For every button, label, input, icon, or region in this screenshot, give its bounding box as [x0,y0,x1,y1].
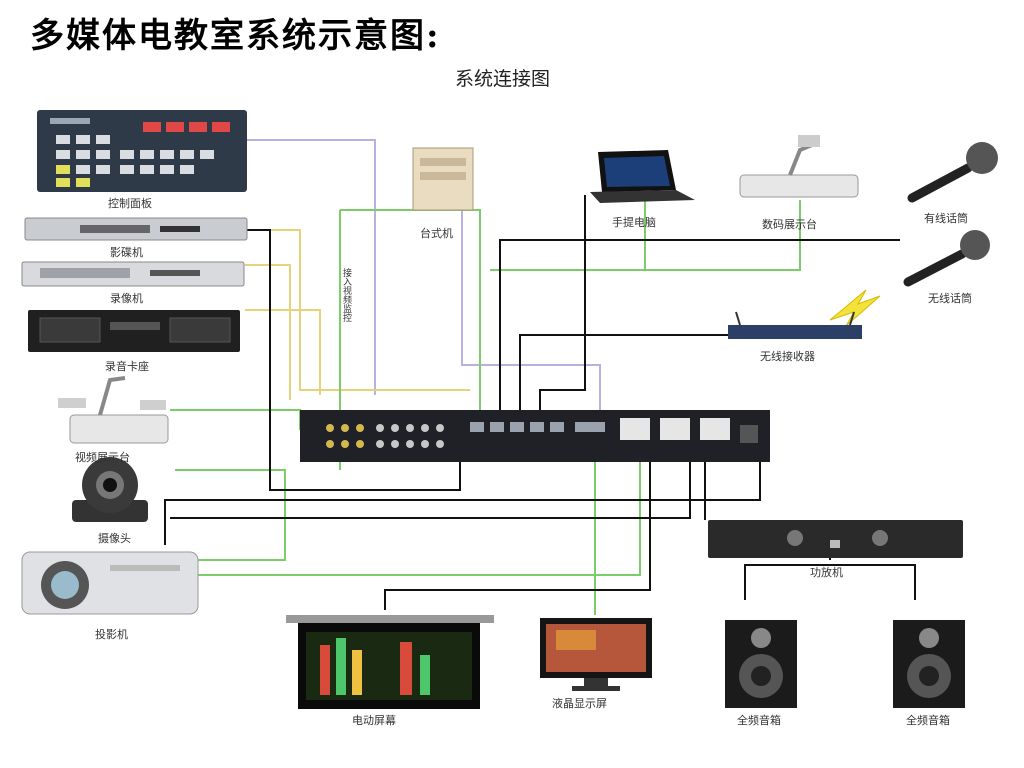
label-speaker-left: 全频音箱 [737,714,781,727]
wire-black-4 [519,334,730,415]
speaker-left [725,620,797,708]
label-video-presenter: 视频展示台 [75,451,130,464]
label-projector: 投影机 [95,628,128,641]
wire-green-3 [175,469,286,561]
label-cassette-deck: 录音卡座 [105,360,149,373]
speaker-right [893,620,965,708]
label-lcd-monitor: 液晶显示屏 [552,697,607,710]
control-panel [37,110,247,192]
wire-green-5 [490,200,801,271]
vcd-player [24,217,248,241]
wire-black-2 [539,195,586,420]
label-wired-mic: 有线话筒 [924,212,968,225]
label-wireless-receiver: 无线接收器 [760,350,815,363]
label-amplifier: 功放机 [810,566,843,579]
label-vcd-player: 影碟机 [110,246,143,259]
wire-purple-control [245,139,376,395]
vcr [21,261,245,287]
diagram-title: 系统连接图 [455,68,551,90]
wire-green-4 [195,455,641,576]
label-desktop-pc: 台式机 [420,227,453,240]
digital-presenter [739,135,859,198]
camera [72,457,148,522]
amplifier [708,520,963,558]
electric-screen [286,615,494,709]
label-video-monitoring: 接入视频监控 [341,268,351,322]
wire-yellow-2 [245,309,321,395]
wire-black-8 [744,564,916,600]
label-wireless-mic: 无线话筒 [928,292,972,305]
label-speaker-right: 全频音箱 [906,714,950,727]
label-camera: 摄像头 [98,532,131,545]
wired-mic [907,142,998,203]
laptop [590,150,695,203]
lcd-monitor [540,618,652,691]
wire-black-6 [164,455,761,545]
label-control-panel: 控制面板 [108,197,152,210]
wireless-receiver [728,311,862,339]
wire-green-2 [170,409,301,430]
wire-yellow-3 [245,264,291,400]
wire-black-3 [499,239,900,415]
wireless-mic [829,230,990,327]
video-presenter [58,376,169,444]
label-vcr: 录像机 [110,292,143,305]
wire-purple-desk [461,200,601,420]
slide-title: 多媒体电教室系统示意图: [30,16,441,56]
label-digital-presenter: 数码展示台 [762,218,817,231]
cassette-deck [28,310,240,352]
wire-black-7 [384,455,651,610]
central-control-unit [300,410,770,462]
wire-green-1 [340,209,481,415]
label-electric-screen: 电动屏幕 [352,714,396,727]
wire-black-1 [245,229,461,491]
wire-black-5 [170,455,691,519]
label-laptop: 手提电脑 [612,216,656,229]
projector [21,551,199,615]
desktop-pc [412,147,474,211]
